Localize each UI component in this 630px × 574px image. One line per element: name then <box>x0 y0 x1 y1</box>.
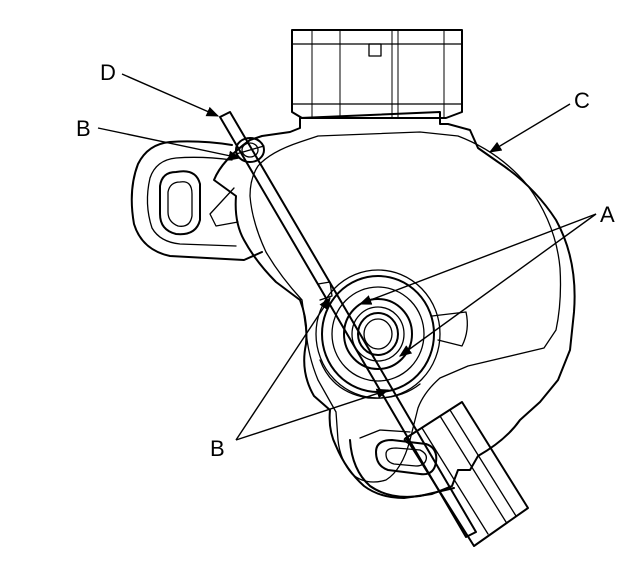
leader-b-upper <box>97 127 242 161</box>
connector <box>291 29 463 119</box>
leader-a-2 <box>398 213 597 357</box>
callout-b-upper: B <box>76 116 91 141</box>
leader-a-1 <box>358 213 597 305</box>
alignment-tool <box>219 111 529 547</box>
leader-b-lower-1 <box>235 296 331 441</box>
callout-d: D <box>100 60 116 85</box>
rotor-hub <box>315 269 441 399</box>
callout-b-lower: B <box>210 436 225 461</box>
leader-lines <box>97 73 597 441</box>
leader-b-lower-2 <box>235 388 390 441</box>
callout-c: C <box>574 88 590 113</box>
sensor-housing <box>130 111 576 499</box>
leader-d <box>121 73 220 117</box>
leader-c <box>488 103 571 153</box>
callout-a: A <box>600 202 615 227</box>
